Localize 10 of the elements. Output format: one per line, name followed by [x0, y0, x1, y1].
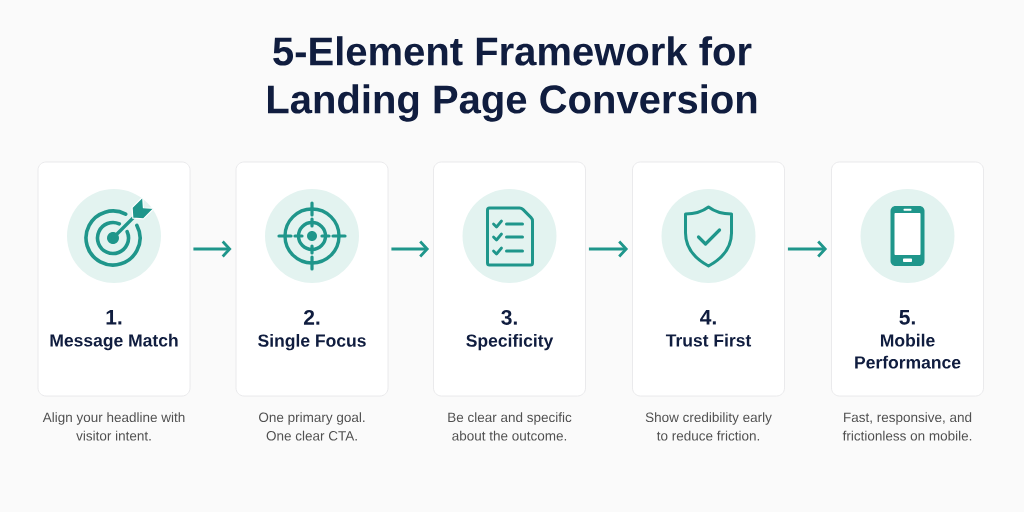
description: One primary goal. One clear CTA.	[259, 412, 365, 441]
arrow	[588, 240, 629, 258]
arrow	[787, 240, 828, 258]
description: Fast, responsive, and frictionless on mobile.	[842, 412, 972, 441]
description: Be clear and specific about the outcome.	[448, 412, 572, 441]
description: Align your headline with visitor intent.	[42, 412, 185, 441]
title: 5-Element Framework for Landing Page Conversion	[268, 36, 757, 122]
arrow	[391, 240, 430, 258]
arrow	[193, 240, 232, 258]
description: Show credibility early to reduce friction.	[645, 412, 772, 441]
